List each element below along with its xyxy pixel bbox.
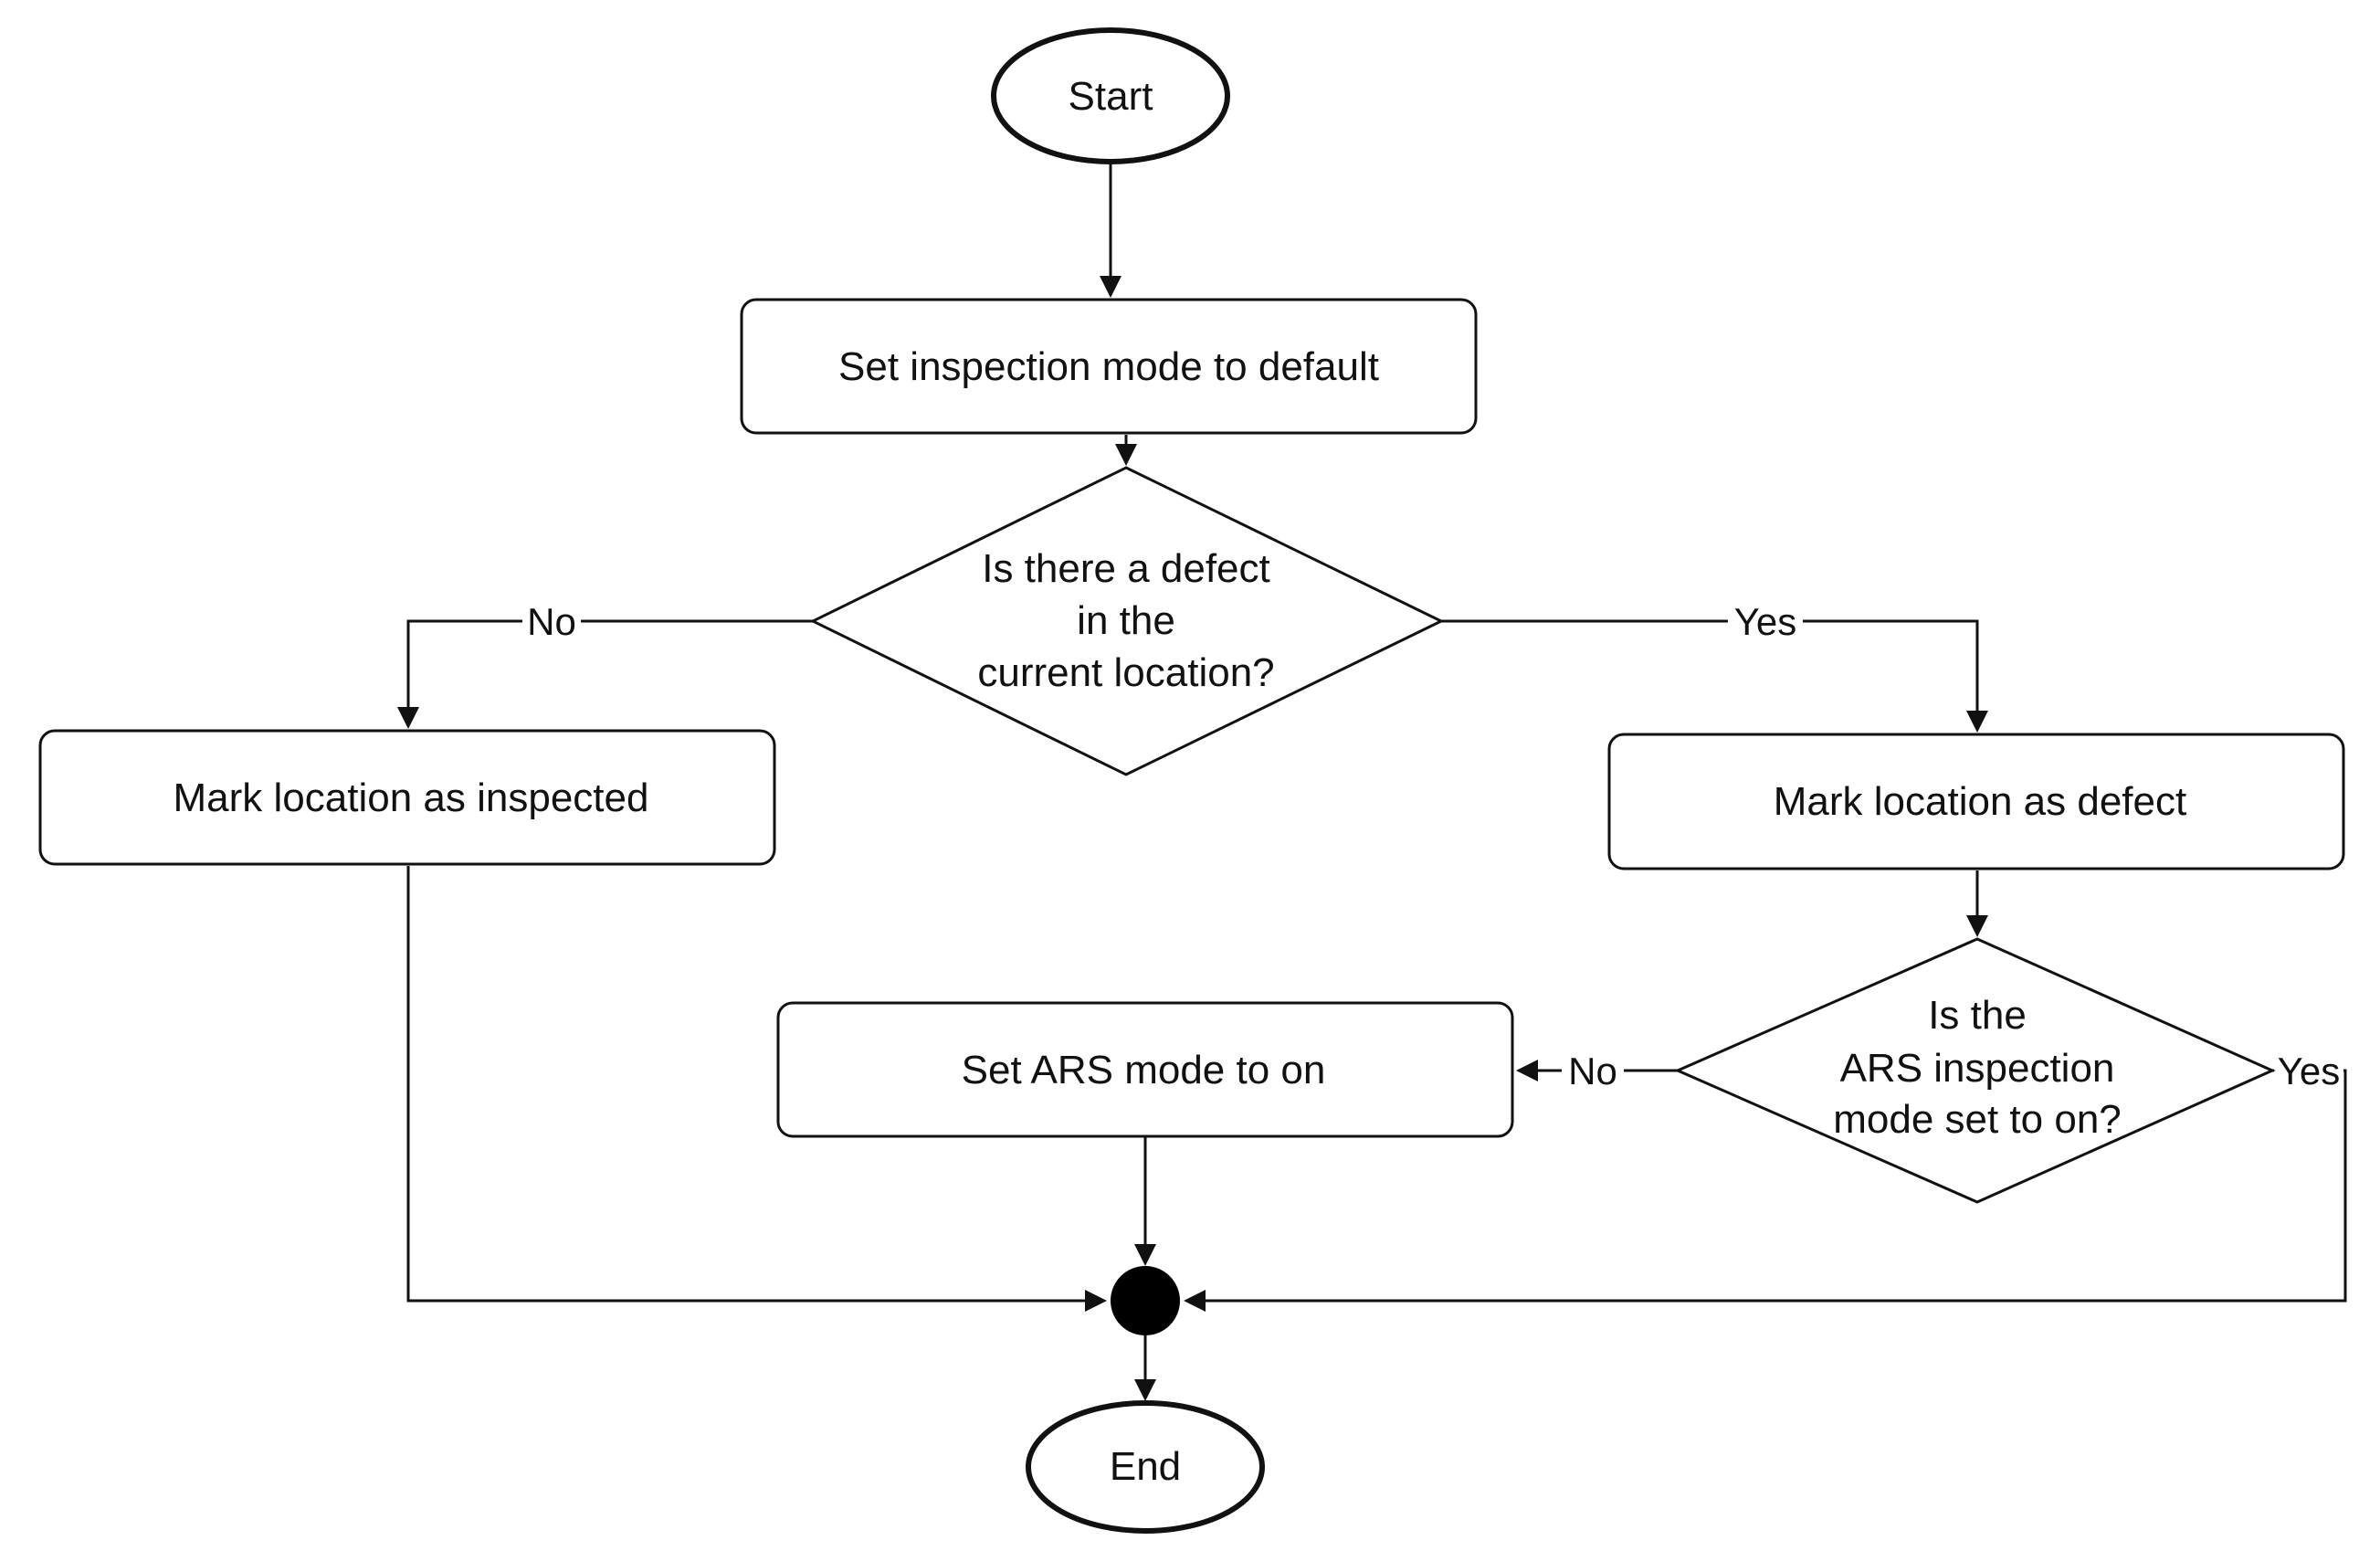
start-label: Start <box>1069 74 1153 119</box>
edge-labels: No Yes No Yes <box>522 597 2343 1094</box>
edge-start-to-set-default-arrow <box>1100 276 1122 298</box>
defect-question-node: Is there a defect in the current locatio… <box>809 466 1445 776</box>
edge-set-default-to-defect-question-arrow <box>1115 444 1137 466</box>
ars-question-label-line1: Is the <box>1928 993 2027 1038</box>
ars-question-label-line2: ARS inspection <box>1840 1046 2115 1091</box>
end-node: End <box>1026 1400 1265 1534</box>
edge-defect-yes <box>1441 619 1979 720</box>
edge-merge-to-end-arrow <box>1134 1379 1156 1401</box>
edge-defect-no-arrow <box>397 707 419 729</box>
ars-question-label-line3: mode set to on? <box>1833 1097 2122 1142</box>
start-node: Start <box>991 27 1230 164</box>
edge-label-ars-yes: Yes <box>2278 1050 2341 1092</box>
edges <box>397 164 2347 1401</box>
end-label: End <box>1110 1444 1181 1489</box>
edge-mark-inspected-to-merge-arrow <box>1085 1290 1107 1312</box>
set-default-node: Set inspection mode to default <box>740 298 1478 435</box>
edge-ars-yes-arrow <box>1184 1290 1206 1312</box>
edge-label-defect-no: No <box>527 600 576 643</box>
defect-question-label-line3: current location? <box>977 650 1274 695</box>
mark-defect-node: Mark location as defect <box>1607 733 2345 870</box>
ars-question-node: Is the ARS inspection mode set to on? <box>1674 937 2276 1204</box>
edge-defect-yes-arrow <box>1966 711 1988 733</box>
edge-set-ars-to-merge-arrow <box>1134 1244 1156 1266</box>
set-ars-on-label: Set ARS mode to on <box>962 1048 1326 1092</box>
edge-defect-no <box>406 619 813 716</box>
mark-inspected-label: Mark location as inspected <box>174 776 649 820</box>
edge-ars-no-arrow <box>1516 1060 1538 1081</box>
defect-question-label-line2: in the <box>1077 598 1175 643</box>
mark-defect-label: Mark location as defect <box>1774 779 2186 824</box>
set-ars-on-node: Set ARS mode to on <box>776 1001 1514 1138</box>
mark-inspected-node: Mark location as inspected <box>38 729 776 866</box>
set-default-label: Set inspection mode to default <box>838 344 1379 389</box>
edge-mark-defect-to-ars-question-arrow <box>1966 915 1988 937</box>
edge-label-ars-no: No <box>1568 1050 1617 1092</box>
defect-question-label-line1: Is there a defect <box>982 546 1270 591</box>
merge-point <box>1111 1266 1180 1335</box>
edge-mark-inspected-to-merge <box>406 866 1089 1303</box>
edge-label-defect-yes: Yes <box>1734 600 1797 643</box>
